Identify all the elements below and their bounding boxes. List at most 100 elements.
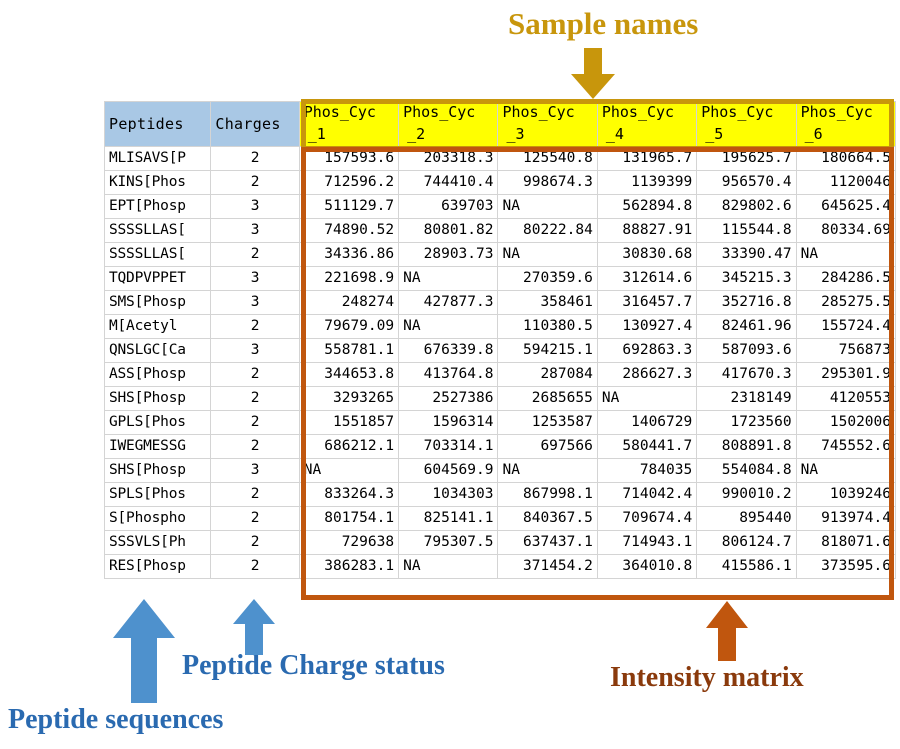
cell-intensity[interactable]: 1253587 (497, 409, 598, 435)
cell-intensity[interactable]: 795307.5 (398, 529, 499, 555)
cell-intensity[interactable]: 34336.86 (298, 241, 400, 267)
cell-intensity[interactable]: 1120046 (795, 169, 897, 195)
column-header-peptides[interactable]: Peptides (103, 101, 212, 147)
cell-intensity[interactable]: 1596314 (398, 409, 499, 435)
column-header-sample-6[interactable]: Phos_Cyc _6 (795, 101, 897, 147)
cell-intensity[interactable]: 79679.09 (298, 313, 400, 339)
cell-peptide[interactable]: TQDPVPPET (103, 265, 212, 291)
cell-peptide[interactable]: GPLS[Phos (103, 409, 212, 435)
cell-intensity[interactable]: 80801.82 (398, 217, 499, 243)
cell-peptide[interactable]: SPLS[Phos (103, 481, 212, 507)
cell-intensity[interactable]: 427877.3 (398, 289, 499, 315)
cell-intensity[interactable]: 745552.6 (795, 433, 897, 459)
cell-peptide[interactable]: RES[Phosp (103, 553, 212, 579)
cell-intensity[interactable]: 28903.73 (398, 241, 499, 267)
cell-intensity[interactable]: 692863.3 (596, 337, 698, 363)
cell-intensity[interactable]: NA (795, 457, 897, 483)
cell-intensity[interactable]: 352716.8 (696, 289, 797, 315)
cell-intensity[interactable]: 562894.8 (596, 193, 698, 219)
cell-charge[interactable]: 2 (210, 313, 300, 339)
cell-peptide[interactable]: ASS[Phosp (103, 361, 212, 387)
cell-intensity[interactable]: 284286.5 (795, 265, 897, 291)
cell-intensity[interactable]: 364010.8 (596, 553, 698, 579)
cell-intensity[interactable]: 371454.2 (497, 553, 598, 579)
cell-intensity[interactable]: 1502006 (795, 409, 897, 435)
cell-intensity[interactable]: 895440 (696, 505, 797, 531)
cell-intensity[interactable]: 125540.8 (497, 145, 598, 171)
cell-charge[interactable]: 2 (210, 553, 300, 579)
cell-intensity[interactable]: 131965.7 (596, 145, 698, 171)
cell-intensity[interactable]: 594215.1 (497, 337, 598, 363)
cell-intensity[interactable]: NA (398, 265, 499, 291)
cell-intensity[interactable]: 784035 (596, 457, 698, 483)
cell-charge[interactable]: 2 (210, 529, 300, 555)
cell-intensity[interactable]: 80222.84 (497, 217, 598, 243)
cell-intensity[interactable]: 221698.9 (298, 265, 400, 291)
cell-intensity[interactable]: 316457.7 (596, 289, 698, 315)
cell-charge[interactable]: 3 (210, 193, 300, 219)
cell-intensity[interactable]: 2318149 (696, 385, 797, 411)
cell-peptide[interactable]: MLISAVS[P (103, 145, 212, 171)
cell-intensity[interactable]: 744410.4 (398, 169, 499, 195)
cell-charge[interactable]: 2 (210, 433, 300, 459)
cell-charge[interactable]: 2 (210, 145, 300, 171)
cell-intensity[interactable]: 825141.1 (398, 505, 499, 531)
cell-intensity[interactable]: 295301.9 (795, 361, 897, 387)
cell-intensity[interactable]: 867998.1 (497, 481, 598, 507)
cell-intensity[interactable]: 415586.1 (696, 553, 797, 579)
cell-peptide[interactable]: IWEGMESSG (103, 433, 212, 459)
cell-intensity[interactable]: 345215.3 (696, 265, 797, 291)
cell-intensity[interactable]: 80334.69 (795, 217, 897, 243)
cell-peptide[interactable]: SHS[Phosp (103, 385, 212, 411)
cell-intensity[interactable]: 358461 (497, 289, 598, 315)
cell-intensity[interactable]: 195625.7 (696, 145, 797, 171)
cell-charge[interactable]: 3 (210, 217, 300, 243)
cell-intensity[interactable]: 1723560 (696, 409, 797, 435)
cell-intensity[interactable]: 2685655 (497, 385, 598, 411)
cell-charge[interactable]: 2 (210, 361, 300, 387)
cell-peptide[interactable]: SHS[Phosp (103, 457, 212, 483)
column-header-charges[interactable]: Charges (210, 101, 300, 147)
cell-peptide[interactable]: SSSVLS[Ph (103, 529, 212, 555)
cell-intensity[interactable]: 645625.4 (795, 193, 897, 219)
cell-intensity[interactable]: 913974.4 (795, 505, 897, 531)
cell-intensity[interactable]: 33390.47 (696, 241, 797, 267)
cell-peptide[interactable]: EPT[Phosp (103, 193, 212, 219)
cell-intensity[interactable]: 180664.5 (795, 145, 897, 171)
cell-intensity[interactable]: 4120553 (795, 385, 897, 411)
cell-intensity[interactable]: 386283.1 (298, 553, 400, 579)
cell-intensity[interactable]: 697566 (497, 433, 598, 459)
cell-peptide[interactable]: SSSSLLAS[ (103, 241, 212, 267)
peptide-intensity-table[interactable]: Peptides Charges Phos_Cyc _1 Phos_Cyc _2… (103, 101, 897, 579)
column-header-sample-2[interactable]: Phos_Cyc _2 (398, 101, 499, 147)
column-header-sample-1[interactable]: Phos_Cyc _1 (298, 101, 400, 147)
cell-intensity[interactable]: 808891.8 (696, 433, 797, 459)
cell-intensity[interactable]: 580441.7 (596, 433, 698, 459)
cell-charge[interactable]: 3 (210, 289, 300, 315)
cell-intensity[interactable]: 3293265 (298, 385, 400, 411)
column-header-sample-3[interactable]: Phos_Cyc _3 (497, 101, 598, 147)
cell-intensity[interactable]: 115544.8 (696, 217, 797, 243)
cell-intensity[interactable]: 203318.3 (398, 145, 499, 171)
cell-intensity[interactable]: 287084 (497, 361, 598, 387)
cell-intensity[interactable]: 88827.91 (596, 217, 698, 243)
cell-intensity[interactable]: 587093.6 (696, 337, 797, 363)
cell-peptide[interactable]: M[Acetyl (103, 313, 212, 339)
cell-intensity[interactable]: 1039246 (795, 481, 897, 507)
cell-peptide[interactable]: SSSSLLAS[ (103, 217, 212, 243)
cell-intensity[interactable]: 413764.8 (398, 361, 499, 387)
cell-intensity[interactable]: 1034303 (398, 481, 499, 507)
cell-charge[interactable]: 2 (210, 481, 300, 507)
cell-intensity[interactable]: 806124.7 (696, 529, 797, 555)
cell-intensity[interactable]: 554084.8 (696, 457, 797, 483)
cell-intensity[interactable]: 1139399 (596, 169, 698, 195)
cell-intensity[interactable]: 998674.3 (497, 169, 598, 195)
cell-intensity[interactable]: 373595.6 (795, 553, 897, 579)
